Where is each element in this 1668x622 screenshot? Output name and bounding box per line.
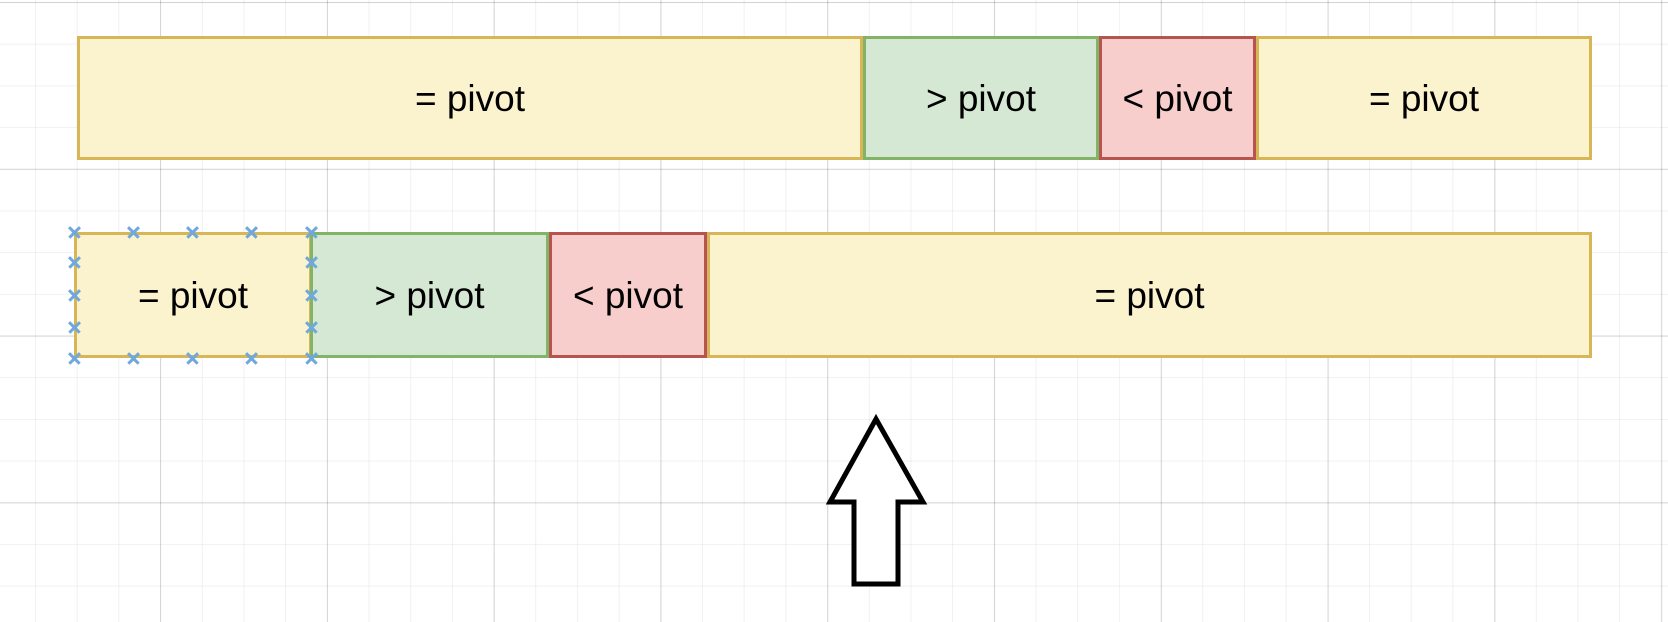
row1-segment-eq-pivot-left[interactable]: = pivot	[77, 36, 863, 160]
resize-handle-bottom-quarter1[interactable]	[126, 351, 141, 366]
resize-handle-top-right[interactable]	[304, 225, 319, 240]
resize-handle-right-middle[interactable]	[304, 288, 319, 303]
row2-segment-gt-pivot[interactable]: > pivot	[310, 232, 549, 358]
up-arrow-icon	[825, 413, 928, 587]
resize-handle-top-quarter1[interactable]	[126, 225, 141, 240]
row2-segment-eq-pivot-left[interactable]: = pivot	[74, 232, 312, 358]
resize-handle-left-lower[interactable]	[67, 320, 82, 335]
resize-handle-bottom-quarter2[interactable]	[244, 351, 259, 366]
resize-handle-right-upper[interactable]	[304, 255, 319, 270]
resize-handle-left-upper[interactable]	[67, 255, 82, 270]
row1-segment-gt-pivot[interactable]: > pivot	[863, 36, 1099, 160]
resize-handle-top-left[interactable]	[67, 225, 82, 240]
row1-segment-eq-pivot-right[interactable]: = pivot	[1256, 36, 1592, 160]
resize-handle-bottom-right[interactable]	[304, 351, 319, 366]
resize-handle-bottom-left[interactable]	[67, 351, 82, 366]
row2-segment-eq-pivot-right[interactable]: = pivot	[707, 232, 1592, 358]
row1-segment-lt-pivot[interactable]: < pivot	[1099, 36, 1256, 160]
resize-handle-left-middle[interactable]	[67, 288, 82, 303]
resize-handle-top-center[interactable]	[185, 225, 200, 240]
resize-handle-right-lower[interactable]	[304, 320, 319, 335]
up-arrow-shape	[825, 413, 928, 587]
resize-handle-top-quarter2[interactable]	[244, 225, 259, 240]
row2-segment-lt-pivot[interactable]: < pivot	[549, 232, 707, 358]
resize-handle-bottom-center[interactable]	[185, 351, 200, 366]
